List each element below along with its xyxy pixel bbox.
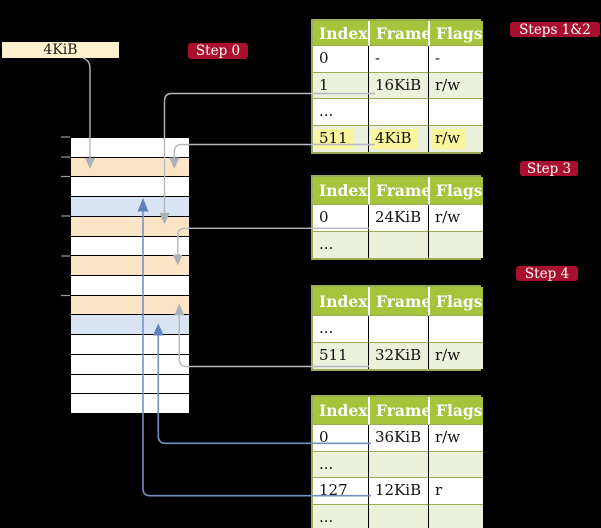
col-header-frame: Frame [368, 397, 431, 425]
memory-frame-row [71, 138, 189, 158]
memory-frame-row [71, 216, 189, 237]
memory-frame-row [71, 335, 189, 355]
table-cell: ... [313, 451, 368, 478]
badge-steps-1-2: Steps 1&2 [510, 22, 600, 38]
frame-4kib-box: 4KiB [2, 42, 119, 58]
table-cell [428, 451, 483, 478]
table-cell-highlighted: r/w [428, 125, 483, 152]
col-header-flags: Flags [428, 287, 483, 316]
memory-frame-row [71, 177, 189, 198]
table-cell-highlighted: 4KiB [368, 125, 428, 152]
col-header-index: Index [313, 21, 368, 46]
table-cell: ... [313, 99, 368, 126]
table-cell: 0 [313, 46, 368, 73]
frame-4kib-label: 4KiB [43, 42, 78, 58]
memory-frame-row [71, 197, 189, 217]
col-header-flags: Flags [428, 21, 483, 46]
table-cell: r [428, 478, 483, 505]
memory-frame-row [71, 394, 189, 414]
table-cell: ... [313, 316, 368, 343]
table-cell: - [428, 46, 483, 73]
table-cell: r/w [428, 72, 483, 99]
col-header-flags: Flags [428, 177, 483, 205]
table-cell [428, 99, 483, 126]
physical-memory-column [70, 137, 190, 414]
memory-frame-row [71, 276, 189, 296]
table-cell [428, 504, 483, 528]
table-cell: 127 [313, 478, 368, 505]
page-table-bottom: Index Frame Flags 0 36KiB r/w ... 127 12… [311, 395, 483, 528]
badge-step-4: Step 4 [516, 266, 578, 282]
badge-step-0: Step 0 [188, 43, 248, 59]
table-cell: ... [313, 504, 368, 528]
table-cell: 16KiB [368, 72, 428, 99]
memory-frame-row [71, 374, 189, 395]
table-cell: 0 [313, 205, 368, 232]
memory-frame-row [71, 236, 189, 257]
col-header-frame: Frame [368, 287, 431, 316]
table-cell: 32KiB [368, 342, 428, 369]
table-cell: 24KiB [368, 205, 428, 232]
table-cell: r/w [428, 205, 483, 232]
table-cell [368, 231, 428, 258]
col-header-frame: Frame [368, 177, 431, 205]
table-cell-highlighted: 511 [313, 125, 368, 152]
memory-frame-row [71, 157, 189, 178]
col-header-index: Index [313, 287, 368, 316]
page-table-step-4-upper: Index Frame Flags ... 511 32KiB r/w [311, 285, 483, 371]
table-cell [368, 451, 428, 478]
table-cell: 36KiB [368, 425, 428, 452]
memory-frame-row [71, 295, 189, 316]
table-cell: r/w [428, 342, 483, 369]
col-header-flags: Flags [428, 397, 483, 425]
badge-step-3: Step 3 [520, 161, 578, 177]
memory-frame-row [71, 256, 189, 277]
table-cell: ... [313, 231, 368, 258]
table-cell [428, 316, 483, 343]
col-header-frame: Frame [368, 21, 431, 46]
page-table-steps-1-2: Index Frame Flags 0 - - 1 16KiB r/w ... … [311, 19, 483, 154]
table-cell: - [368, 46, 428, 73]
col-header-index: Index [313, 177, 368, 205]
memory-frame-row [71, 354, 189, 375]
table-cell [368, 316, 428, 343]
table-cell [428, 231, 483, 258]
memory-address-ticks [61, 136, 70, 297]
table-cell: r/w [428, 425, 483, 452]
table-cell: 511 [313, 342, 368, 369]
page-table-step-3: Index Frame Flags 0 24KiB r/w ... [311, 175, 483, 260]
memory-frame-row [71, 315, 189, 336]
table-cell: 1 [313, 72, 368, 99]
table-cell: 0 [313, 425, 368, 452]
col-header-index: Index [313, 397, 368, 425]
table-cell [368, 504, 428, 528]
table-cell [368, 99, 428, 126]
table-cell: 12KiB [368, 478, 428, 505]
